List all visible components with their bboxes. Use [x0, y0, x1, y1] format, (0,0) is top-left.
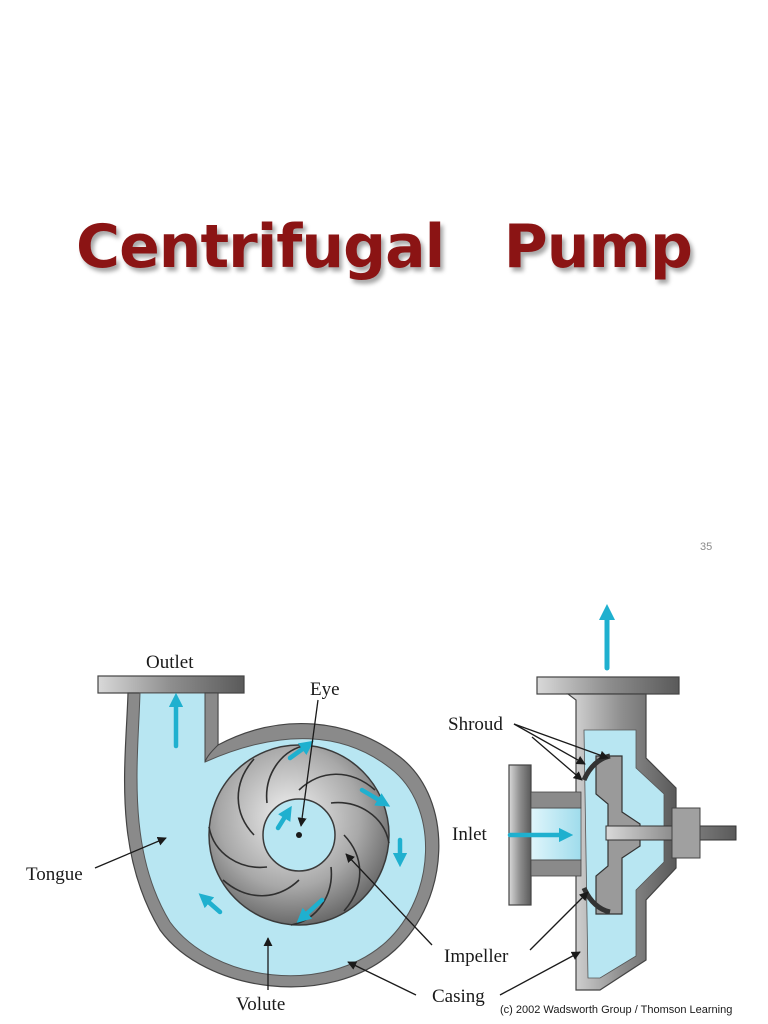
flow-arrows-volute [168, 692, 408, 923]
shaft [605, 825, 737, 841]
label-impeller: Impeller [444, 946, 509, 967]
label-shroud: Shroud [448, 714, 503, 735]
pump-diagram: Outlet Eye Tongue Volute Shroud Inlet Im… [26, 603, 737, 1016]
label-tongue: Tongue [26, 864, 83, 885]
eye-center [296, 832, 302, 838]
label-outlet: Outlet [146, 652, 194, 673]
outlet-flange [97, 675, 245, 694]
section-view [507, 603, 737, 991]
label-eye: Eye [310, 679, 340, 700]
volute-view [97, 675, 440, 988]
label-inlet: Inlet [452, 824, 488, 845]
copyright-credit: (c) 2002 Wadsworth Group / Thomson Learn… [500, 1004, 732, 1016]
label-volute: Volute [236, 994, 285, 1015]
leader-lines [94, 699, 609, 996]
bearing-housing [671, 807, 701, 859]
inlet-wall-bottom [530, 859, 582, 877]
label-casing: Casing [432, 986, 485, 1007]
slide-number: 35 [700, 541, 713, 553]
shroud-bottom [581, 886, 611, 915]
slide-title: Centrifugal Pump [76, 212, 693, 282]
inlet-wall-top [530, 791, 582, 809]
side-outlet-flange [536, 676, 680, 695]
tongue [204, 692, 219, 763]
